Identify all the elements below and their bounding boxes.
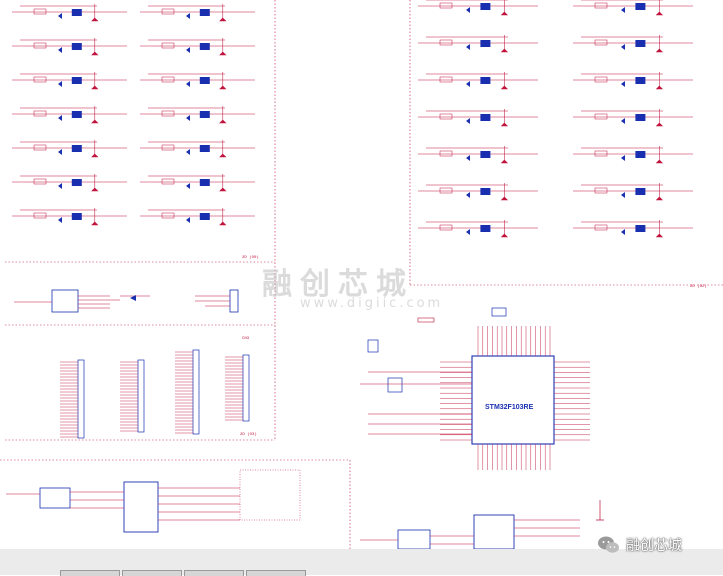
driver-cell <box>12 140 127 158</box>
mid-left-circuit <box>14 289 239 313</box>
driver-cell <box>573 220 693 238</box>
driver-cell <box>418 0 538 16</box>
driver-cell <box>140 174 255 192</box>
sheet-ref-mid: 2D (O3) <box>240 432 257 437</box>
connector-j2 <box>229 289 239 313</box>
driver-cell <box>140 38 255 56</box>
driver-cell <box>573 183 693 201</box>
connector-block <box>60 349 250 439</box>
footer-tab-1[interactable] <box>60 570 120 576</box>
crystal <box>387 377 403 393</box>
driver-cell <box>12 72 127 90</box>
footer-tab-2[interactable] <box>122 570 182 576</box>
brand-badge: 融创芯城 <box>597 533 682 557</box>
bottom-left-driver <box>6 469 301 533</box>
driver-cell <box>573 0 693 16</box>
ic-stepper-driver <box>123 481 159 533</box>
driver-cell <box>12 38 127 56</box>
header-j1 <box>491 307 507 317</box>
watermark-text: 融创芯城 <box>262 267 414 302</box>
wechat-icon <box>598 536 619 553</box>
ic-driver-left <box>397 529 431 550</box>
sheet-ref-top-left: 2D (O0) <box>242 255 259 260</box>
brand-text: 融创芯城 <box>626 538 682 554</box>
driver-cell <box>418 183 538 201</box>
driver-cell <box>12 174 127 192</box>
resistor-r reset <box>417 317 435 323</box>
mcu-area: STM32F103RE <box>360 307 590 470</box>
driver-cell <box>140 208 255 226</box>
watermark-url: www.digiic.com <box>300 296 444 311</box>
reset-switch <box>367 339 379 353</box>
section-label-cn3: CN3 <box>242 337 250 341</box>
driver-cell <box>12 106 127 124</box>
sheet-borders <box>0 0 723 549</box>
bottom-right-driver <box>360 500 604 550</box>
driver-cell <box>418 72 538 90</box>
driver-cell <box>418 35 538 53</box>
driver-cell <box>140 140 255 158</box>
driver-cell <box>573 72 693 90</box>
driver-cell <box>140 106 255 124</box>
driver-cell <box>573 109 693 127</box>
mcu-chip <box>471 355 555 445</box>
ic-driver-right <box>473 514 515 550</box>
driver-cell <box>418 220 538 238</box>
driver-cell <box>573 35 693 53</box>
capacitor-bank <box>239 469 301 521</box>
sheet-ref-top-right: 2D (O2) <box>690 284 707 289</box>
driver-cell <box>12 208 127 226</box>
relay-driver-grid-left <box>12 4 255 226</box>
relay-driver-grid-right <box>418 0 693 238</box>
mcu-label: STM32F103RE <box>485 404 534 411</box>
driver-cell <box>418 109 538 127</box>
footer-tab-3[interactable] <box>184 570 244 576</box>
footer-tab-4[interactable] <box>246 570 306 576</box>
driver-cell <box>12 4 127 22</box>
ic-buffer <box>39 487 71 509</box>
driver-cell <box>418 146 538 164</box>
driver-cell <box>140 4 255 22</box>
ic-u16 <box>51 289 79 313</box>
driver-cell <box>573 146 693 164</box>
page-footer <box>0 549 723 575</box>
driver-cell <box>140 72 255 90</box>
